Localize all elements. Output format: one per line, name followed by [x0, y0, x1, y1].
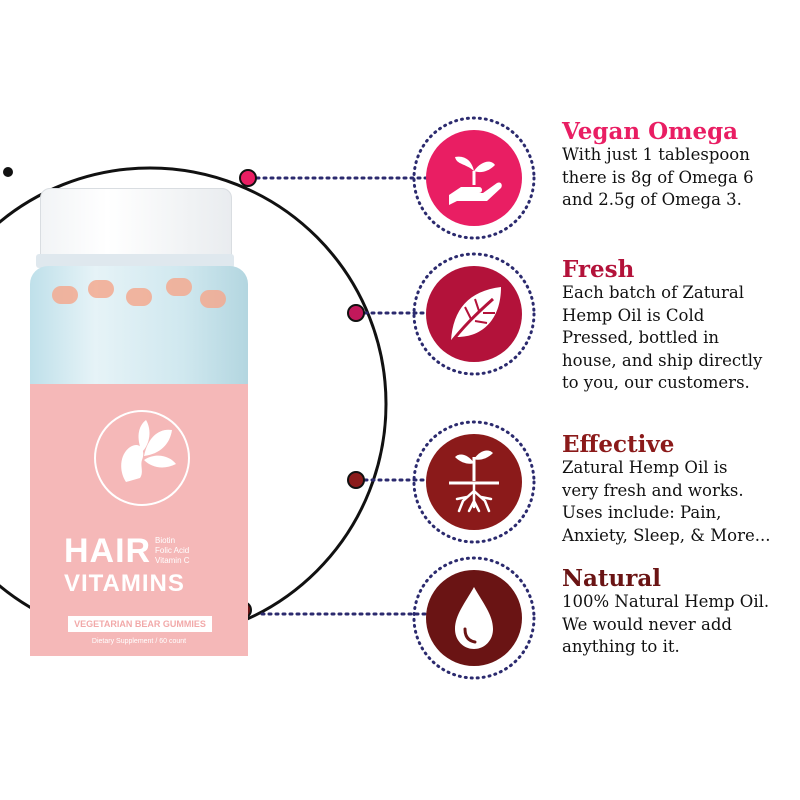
feature-description: With just 1 tablespoon there is 8g of Om…	[562, 145, 754, 209]
feature-icon-natural	[409, 553, 539, 683]
bottle-neck	[36, 254, 234, 268]
product-label: HAIR VITAMINS Biotin Folic Acid Vitamin …	[30, 384, 248, 656]
feature-title: Natural	[562, 565, 662, 592]
water-drop-icon	[455, 587, 493, 649]
brand-title-line1: HAIR	[64, 532, 152, 570]
leaf-icon	[447, 287, 501, 346]
connector-node	[347, 304, 365, 322]
feature-description: Zatural Hemp Oil is very fresh and works…	[562, 458, 771, 545]
woman-leaf-logo	[94, 410, 190, 506]
feature-title: Fresh	[562, 256, 635, 283]
feature-icon-fresh	[409, 249, 539, 379]
connector-node	[239, 169, 257, 187]
feature-description: 100% Natural Hemp Oil. We would never ad…	[562, 592, 770, 656]
product-subtitle: Dietary Supplement / 60 count	[91, 638, 187, 645]
bottle-jar: HAIR VITAMINS Biotin Folic Acid Vitamin …	[30, 266, 248, 656]
sprout-roots-icon	[449, 450, 499, 513]
feature-title: Vegan Omega	[562, 118, 739, 145]
ingredient: Folic Acid	[155, 546, 190, 555]
arc-dot	[3, 167, 13, 177]
seedling-in-hand-icon	[449, 156, 502, 205]
product-ribbon: VEGETARIAN BEAR GUMMIES	[68, 616, 212, 632]
ingredient-list: Biotin Folic Acid Vitamin C	[155, 536, 190, 566]
ingredient: Biotin	[155, 536, 176, 545]
ingredient: Vitamin C	[155, 556, 190, 565]
product-bottle: HAIR VITAMINS Biotin Folic Acid Vitamin …	[30, 188, 250, 656]
feature-description: Each batch of Zatural Hemp Oil is Cold P…	[562, 283, 763, 392]
feature-icon-effective	[409, 417, 539, 547]
connector-node	[347, 471, 365, 489]
brand-title-line2: VITAMINS	[64, 570, 185, 597]
feature-title: Effective	[562, 431, 675, 458]
feature-icon-vegan-omega	[409, 113, 539, 243]
bottle-cap	[40, 188, 232, 260]
